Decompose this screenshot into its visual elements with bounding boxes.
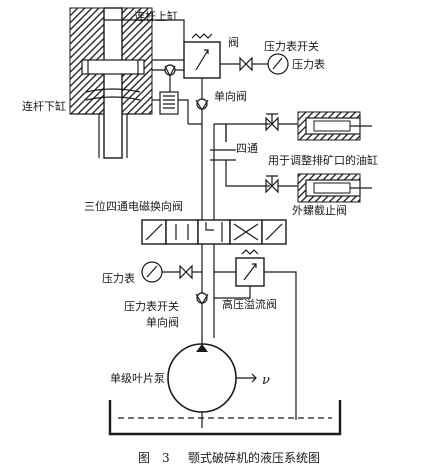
label-valve: 阀: [228, 35, 239, 49]
bottom-check-valve: [195, 292, 209, 306]
bottom-pressure-gauge: [141, 261, 180, 283]
four-way-junction: [210, 123, 270, 187]
upper-valve-group: [104, 19, 240, 124]
label-relief-valve: 高压溢流阀: [222, 297, 277, 311]
label-gauge-top: 压力表: [292, 57, 325, 71]
label-pump: 单级叶片泵: [110, 372, 165, 385]
oil-tank: [108, 400, 342, 436]
label-adjust-cylinder: 用于调整排矿口的油缸: [268, 153, 378, 167]
label-solenoid-valve: 三位四通电磁换向阀: [84, 199, 183, 213]
adjust-cylinder-upper: [297, 111, 372, 141]
label-check-valve-bottom: 单向阀: [146, 315, 179, 329]
diagram-labels: 连杆上缸 连杆下缸 阀 压力表开关 压力表 单向阀 四通 用于调整排矿口的油缸 …: [22, 9, 378, 388]
high-pressure-relief-valve: [214, 249, 297, 420]
three-position-four-way-solenoid-valve: [141, 219, 287, 245]
adjust-cylinder-lower: [297, 173, 372, 203]
single-stage-vane-pump: [167, 338, 257, 428]
caption-title: 颚式破碎机的液压系统图: [188, 450, 320, 465]
label-lower-cylinder: 连杆下缸: [22, 99, 66, 113]
external-stop-valve-lower: [265, 175, 298, 194]
figure-caption: 图 3 颚式破碎机的液压系统图: [138, 450, 320, 465]
label-check-valve-top: 单向阀: [214, 89, 247, 103]
label-gauge-bottom: 压力表: [102, 271, 135, 285]
external-stop-valve-upper: [265, 113, 298, 132]
label-four-way: 四通: [236, 142, 258, 155]
label-upper-cylinder: 连杆上缸: [134, 9, 178, 23]
top-check-valve: [188, 98, 209, 125]
label-rotation-symbol: ν: [262, 373, 270, 388]
top-pressure-gauge-switch: [239, 56, 268, 72]
caption-figure-number: 图 3: [138, 451, 170, 465]
label-gauge-switch-top: 压力表开关: [264, 39, 319, 53]
label-external-stop-valve: 外螺截止阀: [292, 203, 347, 217]
bottom-pressure-gauge-switch: [179, 264, 202, 280]
connecting-rod-cylinder: [69, 7, 153, 159]
top-pressure-gauge: [267, 53, 289, 75]
label-gauge-switch-bottom: 压力表开关: [124, 299, 179, 313]
